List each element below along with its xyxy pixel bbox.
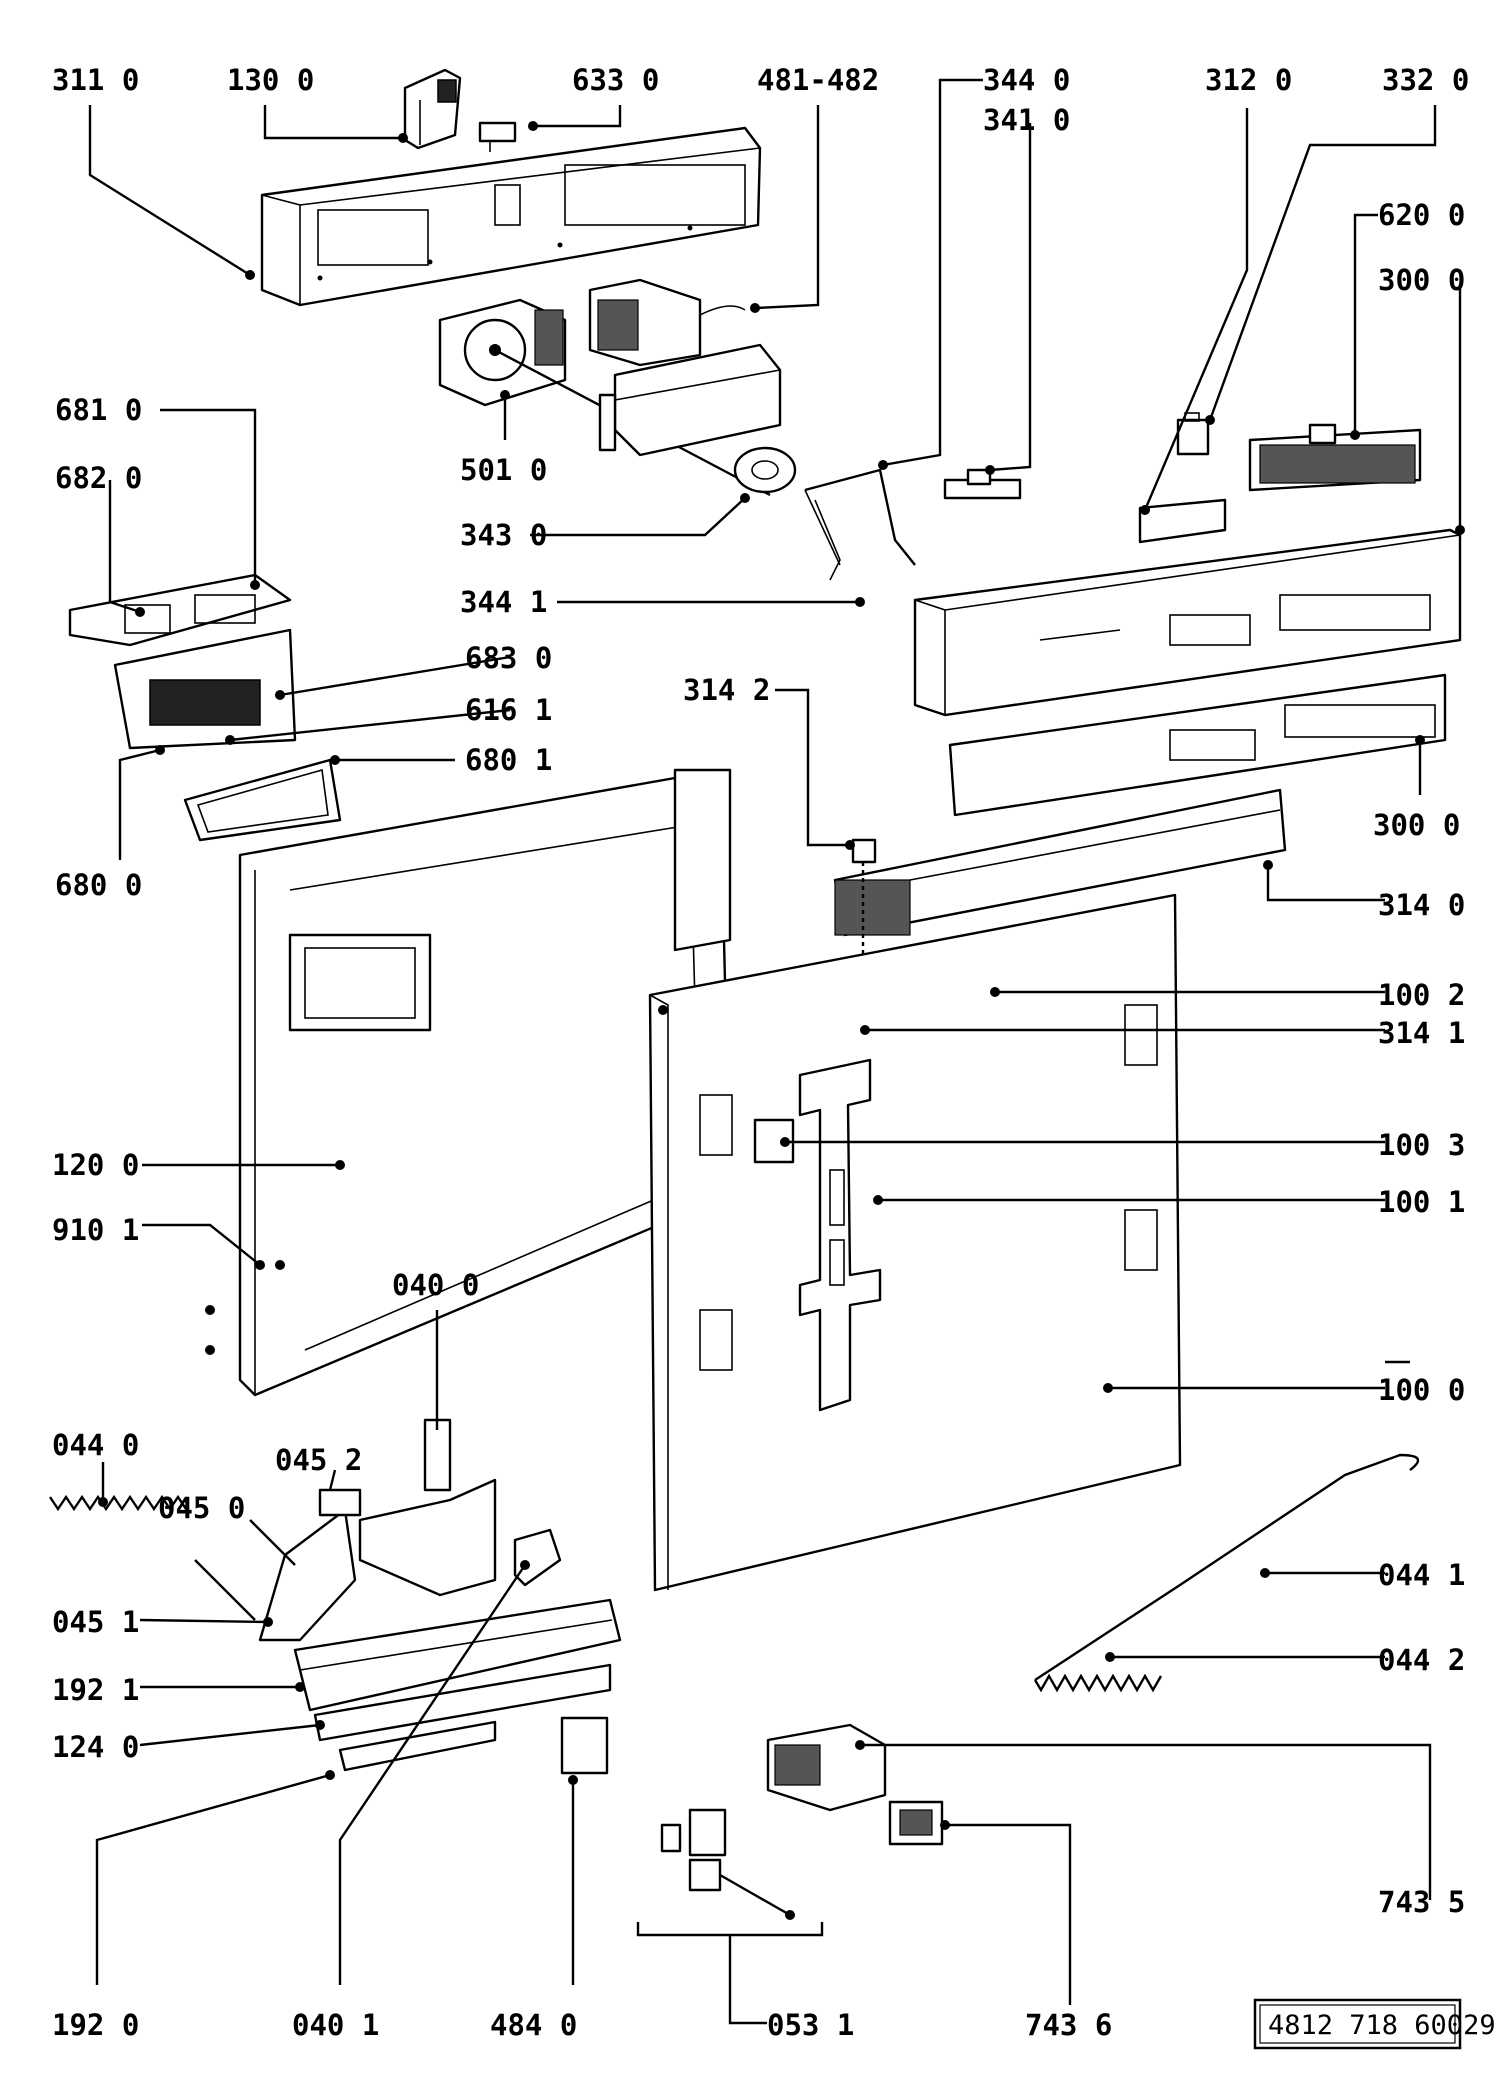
label-616-1: 616 1 (465, 693, 552, 727)
label-314-1: 314 1 (1378, 1016, 1465, 1050)
part-300-panel-front (948, 673, 1447, 817)
part-053-1-group (636, 1808, 824, 1955)
label-192-1: 192 1 (52, 1673, 139, 1707)
label-680-0: 680 0 (55, 868, 142, 902)
part-481-482-connector-block (588, 278, 746, 367)
label-040-1: 040 1 (292, 2008, 379, 2042)
label-044-1: 044 1 (1378, 1558, 1465, 1592)
label-484-0: 484 0 (490, 2008, 577, 2042)
label-100-0: 100 0 (1378, 1373, 1465, 1407)
label-130-0: 130 0 (227, 63, 314, 97)
part-314-rail (833, 788, 1287, 937)
part-100-outer-door (648, 893, 1182, 1592)
label-120-0: 120 0 (52, 1148, 139, 1182)
part-344-lever (804, 468, 916, 581)
part-484-0-clip (560, 1716, 609, 1775)
label-341-0: 341 0 (983, 103, 1070, 137)
part-680-1-gasket (183, 758, 342, 842)
label-344-1: 344 1 (460, 585, 547, 619)
label-332-0: 332 0 (1382, 63, 1469, 97)
part-311-bracket (260, 126, 762, 307)
part-044-1-rod (1033, 1453, 1420, 1693)
part-130-switch (403, 68, 462, 150)
part-labels: 311 0 130 0 633 0 481-482 344 0 341 0 31… (52, 63, 1469, 2042)
part-681-682-dispenser-housing (68, 573, 297, 750)
part-343-knob-ring (733, 446, 797, 494)
label-743-6: 743 6 (1025, 2008, 1112, 2042)
label-053-1: 053 1 (767, 2008, 854, 2042)
reference-box: 4812 718 60029 (1253, 1998, 1496, 2050)
part-192-1-rail (293, 1598, 622, 1772)
label-312-0: 312 0 (1205, 63, 1292, 97)
label-045-0: 045 0 (158, 1491, 245, 1525)
label-311-0: 311 0 (52, 63, 139, 97)
label-040-0: 040 0 (392, 1268, 479, 1302)
label-100-3: 100 3 (1378, 1128, 1465, 1162)
label-633-0: 633 0 (572, 63, 659, 97)
label-743-5: 743 5 (1378, 1885, 1465, 1919)
part-044-0-spring (49, 1494, 256, 1621)
part-312-button (1138, 498, 1227, 544)
label-620-0: 620 0 (1378, 198, 1465, 232)
label-314-0: 314 0 (1378, 888, 1465, 922)
label-044-2: 044 2 (1378, 1643, 1465, 1677)
label-300-0-top: 300 0 (1378, 263, 1465, 297)
reference-number: 4812 718 60029 (1268, 2010, 1496, 2041)
part-100-1-hinge-plate (798, 1058, 882, 1412)
part-743-6-block (888, 1800, 944, 1846)
part-040-0-hinge (358, 1418, 497, 1597)
part-633-connector (478, 121, 517, 152)
label-100-2: 100 2 (1378, 978, 1465, 1012)
part-620-button-bank (1248, 423, 1422, 492)
part-300-control-panel (913, 528, 1462, 717)
label-481-482: 481-482 (757, 63, 879, 97)
label-680-1: 680 1 (465, 743, 552, 777)
label-124-0: 124 0 (52, 1730, 139, 1764)
part-045-0-hinge-arm (258, 1488, 362, 1642)
label-100-1: 100 1 (1378, 1185, 1465, 1219)
label-343-0: 343 0 (460, 518, 547, 552)
label-681-0: 681 0 (55, 393, 142, 427)
part-door-frame (673, 768, 732, 952)
label-044-0: 044 0 (52, 1428, 139, 1462)
part-motor-bracket (598, 343, 782, 457)
label-045-1: 045 1 (52, 1605, 139, 1639)
label-192-0: 192 0 (52, 2008, 139, 2042)
label-682-0: 682 0 (55, 461, 142, 495)
leader-dots (98, 121, 1465, 1920)
label-300-0-lower: 300 0 (1373, 808, 1460, 842)
label-910-1: 910 1 (52, 1213, 139, 1247)
part-120-inner-door (238, 768, 732, 1397)
part-743-5-housing (766, 1723, 887, 1812)
part-drawings (49, 68, 1462, 1955)
label-045-2: 045 2 (275, 1443, 362, 1477)
label-314-2: 314 2 (683, 673, 770, 707)
part-341-clip (943, 468, 1022, 500)
label-683-0: 683 0 (465, 641, 552, 675)
label-501-0: 501 0 (460, 453, 547, 487)
label-344-0: 344 0 (983, 63, 1070, 97)
part-332-switch (1176, 412, 1210, 456)
part-040-1-bracket (513, 1528, 562, 1587)
